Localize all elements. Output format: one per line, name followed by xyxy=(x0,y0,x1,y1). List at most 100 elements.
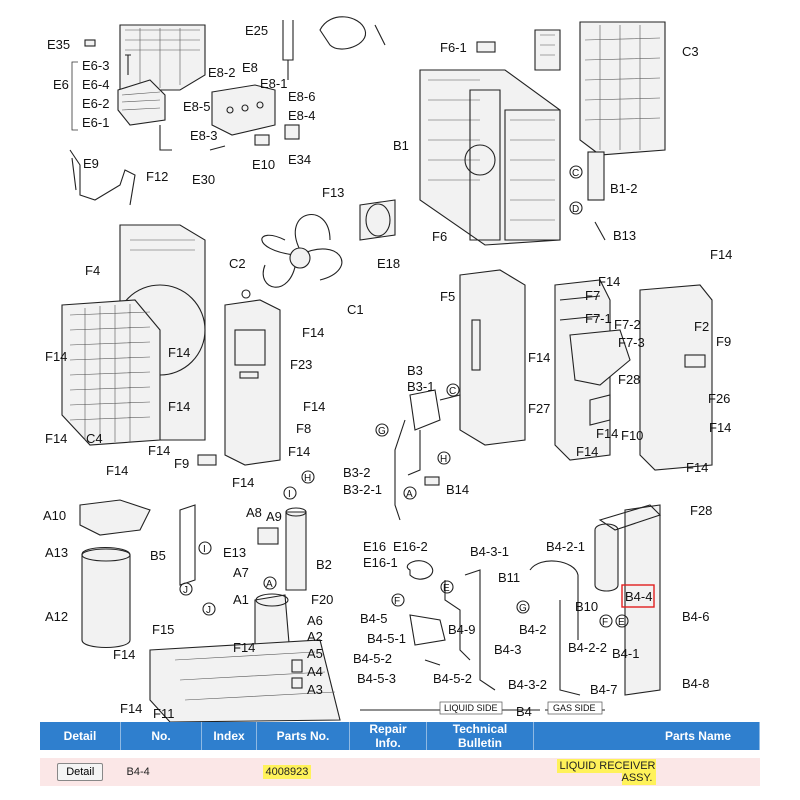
cell-technical-bulletin xyxy=(426,758,534,786)
label-b3-1: B3-1 xyxy=(407,379,434,394)
label-f7-3: F7-3 xyxy=(618,335,645,350)
circle-label-f2: F xyxy=(602,617,608,628)
circle-label-j1: J xyxy=(183,585,188,596)
label-b4-8: B4-8 xyxy=(682,676,709,691)
circle-label-i1: I xyxy=(288,489,291,500)
label-e8-5: E8-5 xyxy=(183,99,210,114)
label-f9-1: F9 xyxy=(174,456,189,471)
label-f14-16: F14 xyxy=(576,444,598,459)
label-b4-2-2: B4-2-2 xyxy=(568,640,607,655)
label-b4-1: B4-1 xyxy=(612,646,639,661)
circled-letters: C D C G H A H I I J J A F E G F E xyxy=(179,165,629,628)
label-e10: E10 xyxy=(252,157,275,172)
label-f14-10: F14 xyxy=(106,463,128,478)
liquid-side-label: LIQUID SIDE xyxy=(444,703,498,713)
coil-assembly-drawing xyxy=(419,21,666,246)
label-e8-6: E8-6 xyxy=(288,89,315,104)
electrical-box-drawing xyxy=(69,16,386,206)
label-a2: A2 xyxy=(307,629,323,644)
label-f6: F6 xyxy=(432,229,447,244)
label-e25: E25 xyxy=(245,23,268,38)
label-a12: A12 xyxy=(45,609,68,624)
col-header-detail: Detail xyxy=(40,722,121,750)
label-b4-3-2: B4-3-2 xyxy=(508,677,547,692)
compressor-drawing xyxy=(79,499,341,722)
label-f7-2: F7-2 xyxy=(614,317,641,332)
label-c4: C4 xyxy=(86,431,103,446)
label-f5: F5 xyxy=(440,289,455,304)
label-b4-9: B4-9 xyxy=(448,622,475,637)
label-b4-4: B4-4 xyxy=(625,589,652,604)
highlight-box-b4-4 xyxy=(621,584,655,608)
label-f2: F2 xyxy=(694,319,709,334)
label-e8-1: E8-1 xyxy=(260,76,287,91)
label-f6-1: F6-1 xyxy=(440,40,467,55)
label-f27: F27 xyxy=(528,401,550,416)
label-a8: A8 xyxy=(246,505,262,520)
col-header-parts-no: Parts No. xyxy=(256,722,350,750)
label-b4-6: B4-6 xyxy=(682,609,709,624)
circle-label-g2: G xyxy=(519,603,527,614)
circle-label-i2: I xyxy=(203,544,206,555)
label-b4-5-1: B4-5-1 xyxy=(367,631,406,646)
label-b4-3: B4-3 xyxy=(494,642,521,657)
label-b4: B4 xyxy=(516,704,532,719)
label-e9: E9 xyxy=(83,156,99,171)
label-a7: A7 xyxy=(233,565,249,580)
label-f4: F4 xyxy=(85,263,100,278)
label-f14-2: F14 xyxy=(302,325,324,340)
circle-label-d1: D xyxy=(572,204,579,215)
gas-side-label: GAS SIDE xyxy=(553,703,596,713)
label-f26: F26 xyxy=(708,391,730,406)
label-b1-2: B1-2 xyxy=(610,181,637,196)
label-f20: F20 xyxy=(311,592,333,607)
label-e16-1: E16-1 xyxy=(363,555,398,570)
label-f14-15: F14 xyxy=(596,426,618,441)
label-f14-7: F14 xyxy=(45,431,67,446)
label-f23: F23 xyxy=(290,357,312,372)
label-f14-6: F14 xyxy=(303,399,325,414)
cell-parts-no[interactable]: 4008923 xyxy=(262,765,312,779)
col-header-no: No. xyxy=(120,722,202,750)
label-b4-5-3: B4-5-3 xyxy=(357,671,396,686)
label-f28-2: F28 xyxy=(690,503,712,518)
circle-label-j2: J xyxy=(206,605,211,616)
label-b3-2-1: B3-2-1 xyxy=(343,482,382,497)
label-f14-9: F14 xyxy=(288,444,310,459)
label-e34: E34 xyxy=(288,152,311,167)
label-c1: C1 xyxy=(347,302,364,317)
circle-label-h2: H xyxy=(304,473,311,484)
label-a9: A9 xyxy=(266,509,282,524)
label-e16: E16 xyxy=(363,539,386,554)
col-header-repair-info: Repair Info. xyxy=(349,722,427,750)
circle-label-c2: C xyxy=(449,386,456,397)
piping-b4-drawing xyxy=(360,504,662,711)
label-f13: F13 xyxy=(322,185,344,200)
label-f14-8: F14 xyxy=(148,443,170,458)
detail-button[interactable]: Detail xyxy=(57,763,104,781)
circle-label-c1: C xyxy=(572,168,579,179)
label-f14-18: F14 xyxy=(113,647,135,662)
label-e13: E13 xyxy=(223,545,246,560)
label-b4-2: B4-2 xyxy=(519,622,546,637)
label-b13: B13 xyxy=(613,228,636,243)
label-f7-1: F7-1 xyxy=(585,311,612,326)
label-f14-17: F14 xyxy=(686,460,708,475)
cell-no: B4-4 xyxy=(120,758,202,786)
label-a3: A3 xyxy=(307,682,323,697)
label-f14-20: F14 xyxy=(120,701,142,716)
label-b4-5: B4-5 xyxy=(360,611,387,626)
label-a10: A10 xyxy=(43,508,66,523)
label-a1: A1 xyxy=(233,592,249,607)
piping-b3-drawing xyxy=(394,389,461,521)
label-f8: F8 xyxy=(296,421,311,436)
circle-label-e1: E xyxy=(443,583,450,594)
col-header-technical-bulletin: Technical Bulletin xyxy=(426,722,534,750)
label-a5: A5 xyxy=(307,646,323,661)
table-spacer-row xyxy=(40,750,760,758)
label-f14-12: F14 xyxy=(598,274,620,289)
parts-table: Detail No. Index Parts No. Repair Info. … xyxy=(40,722,760,786)
label-f11: F11 xyxy=(153,706,174,721)
circle-label-g1: G xyxy=(378,426,386,437)
label-f14-1: F14 xyxy=(710,247,732,262)
